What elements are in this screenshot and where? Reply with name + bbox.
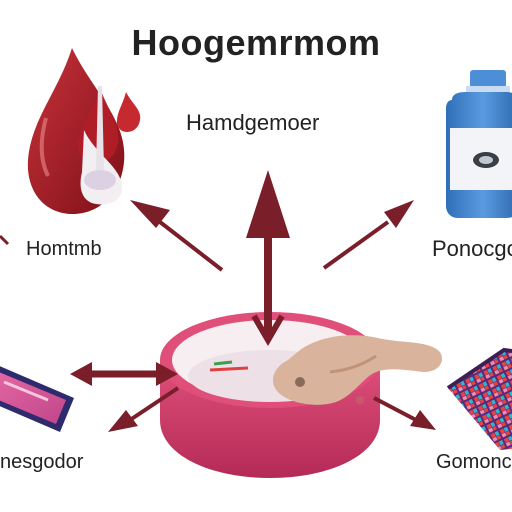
medicine-bottle-icon xyxy=(446,70,512,218)
arrow-upper-right xyxy=(322,200,414,270)
center-top-label: Hamdgemoer xyxy=(186,110,320,135)
arrow-up xyxy=(246,170,290,346)
bottom-left-label: nesgodor xyxy=(0,451,84,473)
cell-grid-icon xyxy=(446,347,512,450)
left-label: Homtmb xyxy=(26,238,102,260)
arrow-lower-left xyxy=(108,386,180,432)
bottom-right-label: Gomonc xyxy=(436,451,512,473)
tissue-icon xyxy=(209,335,443,405)
right-label: Ponocgo xyxy=(432,236,512,261)
test-strip-icon xyxy=(0,366,74,432)
arrow-left-edge xyxy=(0,234,10,246)
arrow-double-left xyxy=(70,362,178,386)
arrow-upper-left xyxy=(130,200,224,272)
diagram-title: Hoogemrmom xyxy=(131,22,381,63)
blood-drop-icon xyxy=(27,48,141,214)
arrow-lower-right xyxy=(373,396,436,430)
